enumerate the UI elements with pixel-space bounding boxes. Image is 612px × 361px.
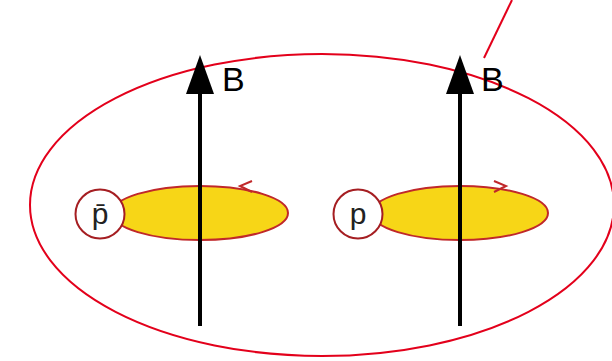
field-label: B	[222, 62, 245, 96]
field-label: B	[481, 62, 504, 96]
field-line	[198, 92, 202, 326]
field-line	[458, 92, 462, 326]
particle-label: p̄	[74, 188, 126, 240]
field-arrowhead	[446, 55, 474, 94]
particle-circle: p̄	[74, 188, 126, 240]
field-arrowhead	[186, 55, 214, 94]
orbit-arrow	[494, 181, 506, 192]
orbit-arrow	[240, 181, 252, 192]
particle-label: p	[332, 188, 384, 240]
zoom-ellipse	[30, 54, 612, 356]
particle-circle: p	[332, 188, 384, 240]
leader-line	[484, 0, 512, 58]
